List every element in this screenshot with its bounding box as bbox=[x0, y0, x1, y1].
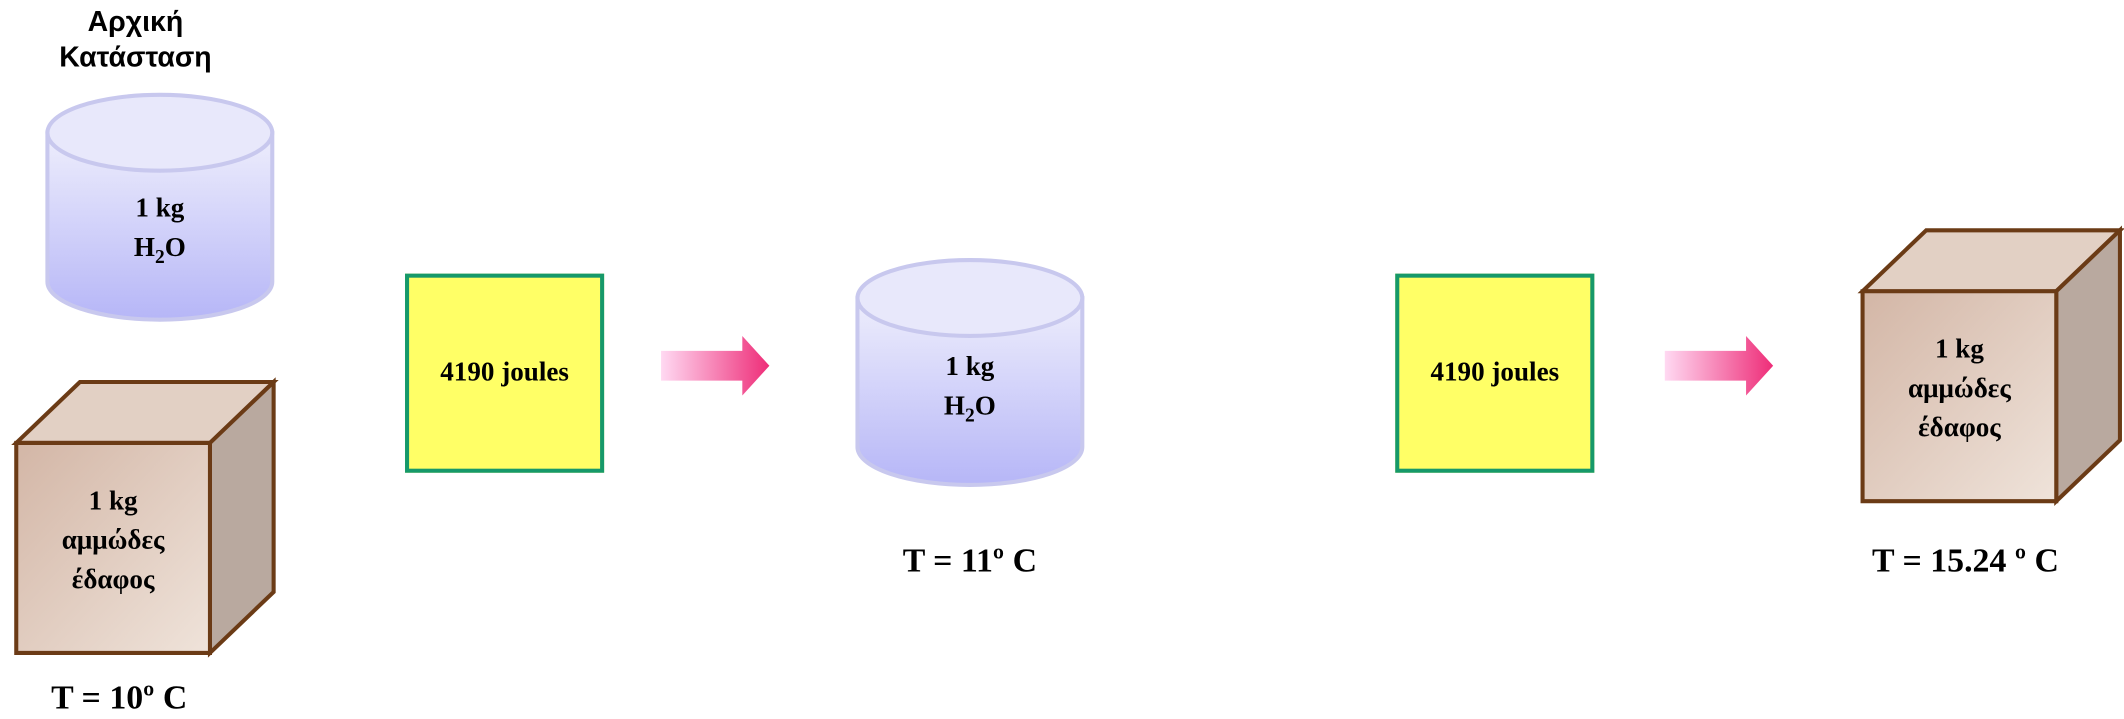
initial-state-title-line2: Κατάσταση bbox=[59, 41, 212, 74]
initial-soil-line2: αμμώδες bbox=[61, 525, 165, 556]
water-cylinder-icon bbox=[45, 92, 275, 322]
initial-temperature: T = 10º C bbox=[51, 680, 188, 717]
arrow-1 bbox=[661, 335, 770, 396]
initial-soil-container: 1 kg αμμώδες έδαφος bbox=[11, 377, 279, 658]
energy-input-box-2: 4190 joules bbox=[1395, 273, 1595, 473]
final-water-container: 1 kg H2O bbox=[853, 257, 1086, 490]
energy-input-box-1: 4190 joules bbox=[405, 273, 605, 473]
final-soil-line2: αμμώδες bbox=[1908, 373, 2011, 404]
energy-input-1-label: 4190 joules bbox=[440, 357, 569, 388]
water-final-temperature: T = 11º C bbox=[902, 543, 1038, 580]
initial-state-title-line1: Αρχική bbox=[87, 6, 184, 38]
initial-state-title: Αρχική Κατάσταση bbox=[41, 5, 231, 75]
right-arrow-icon bbox=[661, 335, 770, 396]
final-water-formula: H2O bbox=[943, 391, 996, 427]
initial-soil-label: 1 kg αμμώδες έδαφος bbox=[16, 482, 210, 600]
final-soil-line3: έδαφος bbox=[1918, 413, 2001, 443]
soil-final-temperature: T = 15.24 º C bbox=[1872, 543, 2060, 580]
initial-soil-line3: έδαφος bbox=[71, 564, 155, 595]
final-soil-label: 1 kg αμμώδες έδαφος bbox=[1863, 331, 2057, 449]
initial-soil-mass: 1 kg bbox=[88, 486, 138, 517]
final-soil-mass: 1 kg bbox=[1934, 334, 1984, 365]
soil-cube-icon bbox=[11, 377, 279, 658]
arrow-2 bbox=[1664, 335, 1774, 396]
initial-water-label: 1 kg H2O bbox=[43, 190, 276, 269]
initial-water-formula: H2O bbox=[133, 232, 186, 269]
initial-water-container: 1 kg H2O bbox=[43, 92, 276, 325]
final-soil-container: 1 kg αμμώδες έδαφος bbox=[1857, 225, 2124, 506]
final-water-label: 1 kg H2O bbox=[853, 348, 1086, 427]
initial-water-mass: 1 kg bbox=[135, 193, 185, 224]
water-cylinder-icon bbox=[855, 258, 1085, 487]
final-water-mass: 1 kg bbox=[945, 352, 995, 382]
energy-input-2-label: 4190 joules bbox=[1430, 357, 1560, 388]
soil-cube-icon bbox=[1857, 225, 2124, 506]
right-arrow-icon bbox=[1664, 335, 1774, 396]
